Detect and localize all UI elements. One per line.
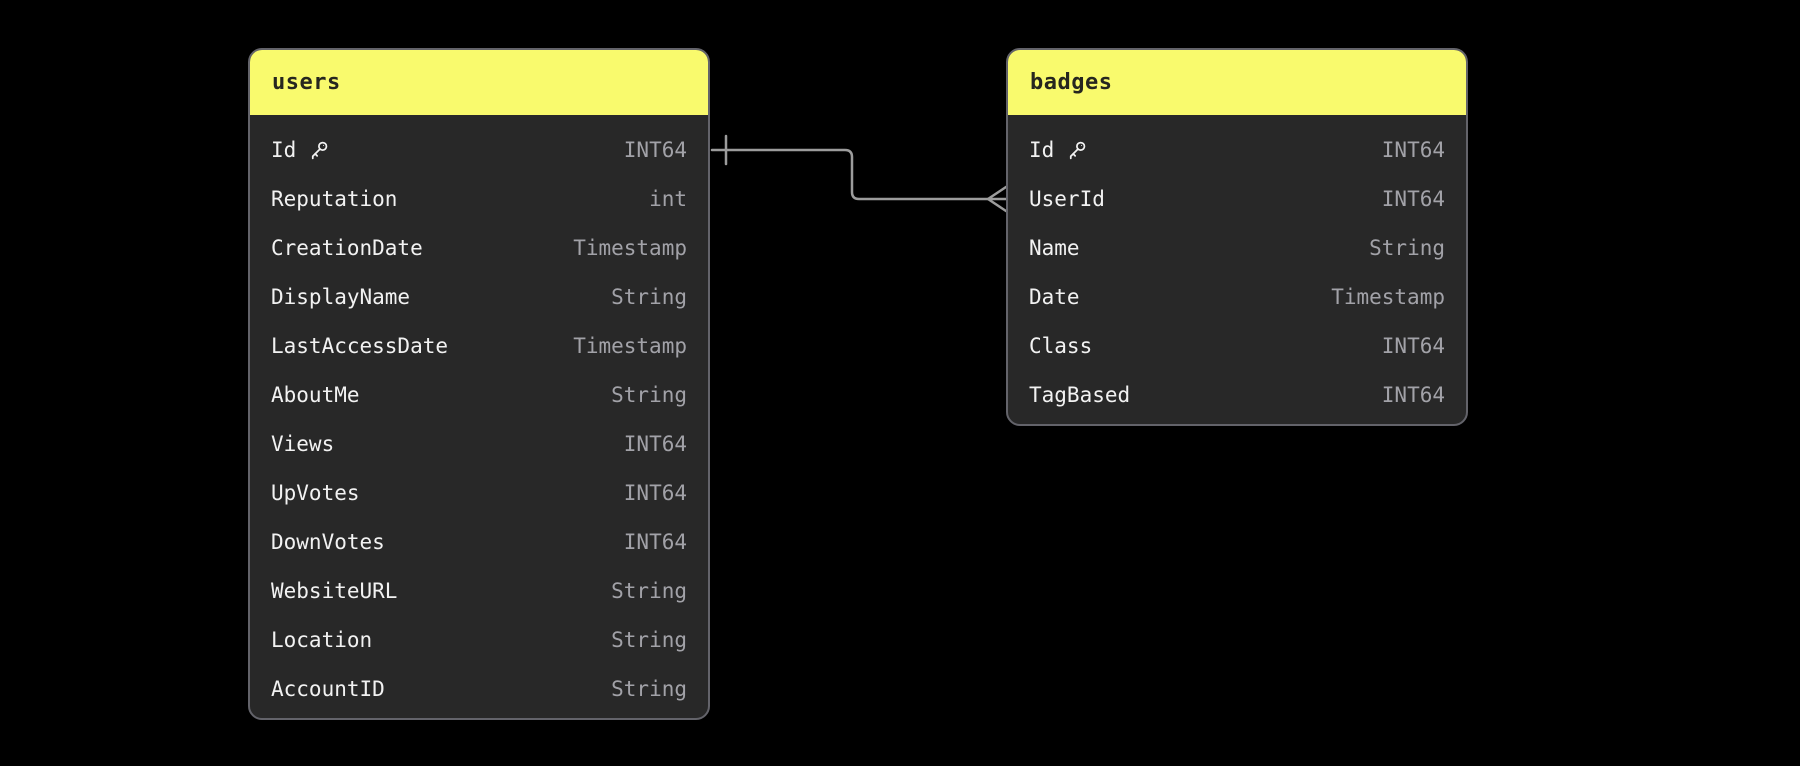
field-name-label: Id	[271, 137, 297, 162]
field-name: CreationDate	[271, 236, 423, 260]
field-row[interactable]: DisplayName String	[250, 272, 708, 321]
field-name: LastAccessDate	[271, 334, 448, 358]
field-row[interactable]: WebsiteURL String	[250, 566, 708, 615]
many-cardinality-marker	[986, 185, 1008, 213]
field-row[interactable]: Reputation int	[250, 174, 708, 223]
table-body: Id INT64 Reputation int CreationDate Tim…	[250, 115, 708, 718]
field-type: String	[611, 284, 687, 309]
field-name: Location	[271, 628, 372, 652]
field-name: UserId	[1029, 187, 1105, 211]
field-type: INT64	[623, 431, 687, 456]
field-type: Timestamp	[573, 235, 687, 260]
field-name: Views	[271, 432, 334, 456]
field-row[interactable]: AccountID String	[250, 664, 708, 713]
field-name: WebsiteURL	[271, 579, 397, 603]
field-type: String	[1369, 235, 1445, 260]
field-name-label: AboutMe	[271, 382, 360, 407]
field-row[interactable]: Location String	[250, 615, 708, 664]
field-name-label: WebsiteURL	[271, 578, 398, 603]
table-title: users	[272, 70, 341, 95]
field-type: INT64	[1381, 382, 1445, 407]
field-name-label: Reputation	[271, 186, 398, 211]
primary-key-icon	[1066, 139, 1088, 161]
field-name-label: DownVotes	[271, 529, 385, 554]
field-row[interactable]: UserId INT64	[1008, 174, 1466, 223]
field-type: INT64	[623, 137, 687, 162]
field-name-label: UpVotes	[271, 480, 360, 505]
field-name: AboutMe	[271, 383, 360, 407]
field-name: AccountID	[271, 677, 385, 701]
field-type: INT64	[623, 529, 687, 554]
field-name: Id	[1029, 138, 1088, 162]
field-row[interactable]: DownVotes INT64	[250, 517, 708, 566]
field-name: DisplayName	[271, 285, 410, 309]
field-type: String	[611, 627, 687, 652]
field-name-label: Location	[271, 627, 373, 652]
field-row[interactable]: Views INT64	[250, 419, 708, 468]
field-name: TagBased	[1029, 383, 1130, 407]
field-row[interactable]: AboutMe String	[250, 370, 708, 419]
field-name-label: Date	[1029, 284, 1080, 309]
field-row[interactable]: Class INT64	[1008, 321, 1466, 370]
relationship-users-id-to-badges-userid[interactable]	[710, 134, 1008, 213]
field-type: INT64	[623, 480, 687, 505]
field-name-label: UserId	[1029, 186, 1105, 211]
field-type: Timestamp	[1331, 284, 1445, 309]
field-name: Reputation	[271, 187, 397, 211]
field-type: String	[611, 382, 687, 407]
field-type: String	[611, 676, 687, 701]
table-card-users[interactable]: users Id INT64 Reputation int CreationDa…	[248, 48, 710, 720]
field-row[interactable]: Id INT64	[250, 125, 708, 174]
field-name: DownVotes	[271, 530, 385, 554]
field-type: int	[649, 186, 687, 211]
field-type: Timestamp	[573, 333, 687, 358]
field-row[interactable]: UpVotes INT64	[250, 468, 708, 517]
field-row[interactable]: Id INT64	[1008, 125, 1466, 174]
field-name-label: Name	[1029, 235, 1080, 260]
field-name-label: Views	[271, 431, 335, 456]
field-row[interactable]: Name String	[1008, 223, 1466, 272]
field-name-label: LastAccessDate	[271, 333, 449, 358]
field-name-label: AccountID	[271, 676, 385, 701]
field-row[interactable]: TagBased INT64	[1008, 370, 1466, 419]
field-row[interactable]: Date Timestamp	[1008, 272, 1466, 321]
table-header[interactable]: users	[250, 50, 708, 115]
field-type: INT64	[1381, 137, 1445, 162]
field-name: Class	[1029, 334, 1092, 358]
relationship-line[interactable]	[710, 148, 990, 201]
field-name-label: Id	[1029, 137, 1055, 162]
table-body: Id INT64 UserId INT64 Name String Date	[1008, 115, 1466, 424]
field-type: INT64	[1381, 186, 1445, 211]
field-row[interactable]: LastAccessDate Timestamp	[250, 321, 708, 370]
field-name-label: Class	[1029, 333, 1093, 358]
field-row[interactable]: CreationDate Timestamp	[250, 223, 708, 272]
field-name-label: TagBased	[1029, 382, 1131, 407]
field-name: Id	[271, 138, 330, 162]
table-title: badges	[1030, 70, 1113, 95]
field-name-label: DisplayName	[271, 284, 411, 309]
field-name: Name	[1029, 236, 1080, 260]
field-name-label: CreationDate	[271, 235, 423, 260]
table-card-badges[interactable]: badges Id INT64 UserId INT64 Name	[1006, 48, 1468, 426]
primary-key-icon	[308, 139, 330, 161]
field-type: INT64	[1381, 333, 1445, 358]
table-header[interactable]: badges	[1008, 50, 1466, 115]
field-name: Date	[1029, 285, 1080, 309]
field-type: String	[611, 578, 687, 603]
field-name: UpVotes	[271, 481, 360, 505]
